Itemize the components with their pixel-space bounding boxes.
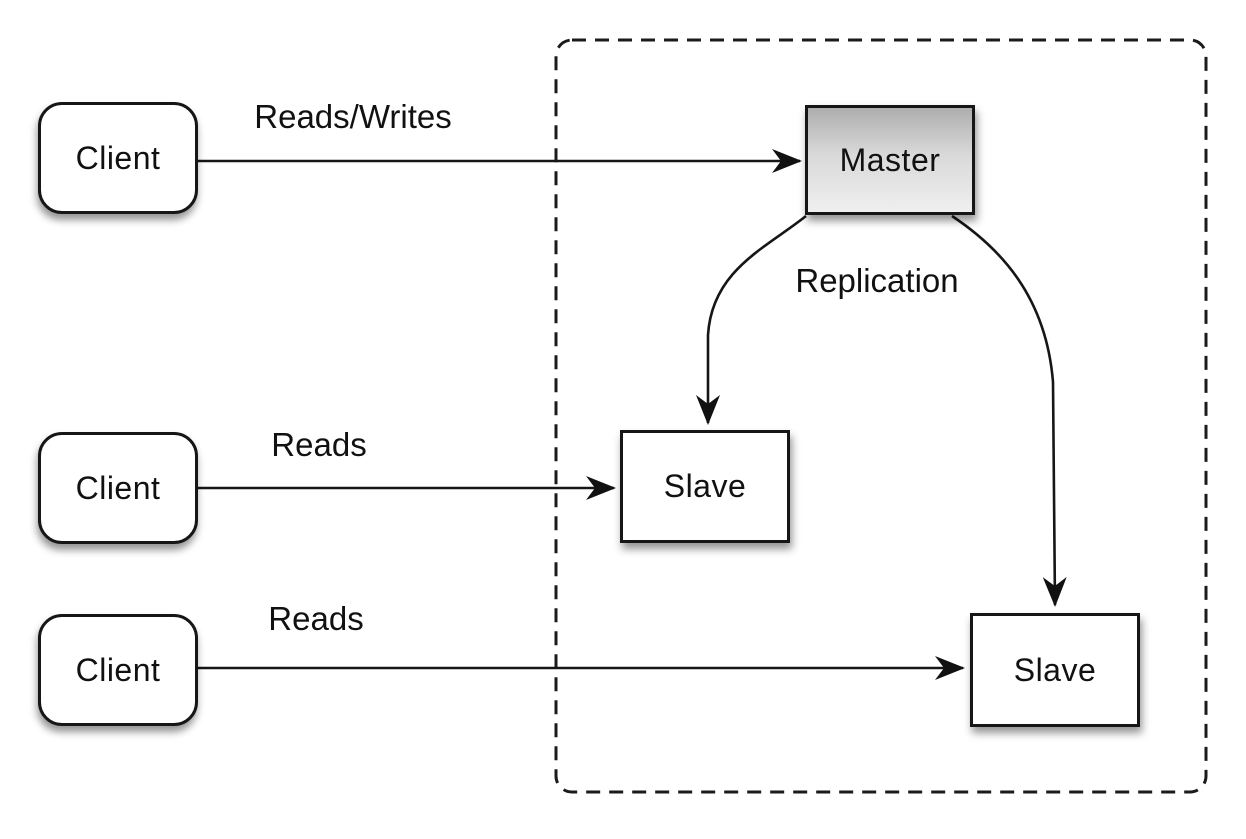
node-client-1: Client (38, 102, 198, 214)
node-client-2: Client (38, 432, 198, 544)
node-master-label: Master (839, 141, 941, 178)
node-client-2-label: Client (75, 469, 161, 506)
node-slave-2-label: Slave (1013, 651, 1097, 688)
edge-master-slave2 (951, 214, 1067, 607)
node-slave-1-label: Slave (663, 468, 747, 504)
edge-label-reads-client3: Reads (268, 600, 364, 637)
edge-master-slave1 (696, 214, 807, 425)
node-client-1-label: Client (75, 139, 161, 176)
edge-label-replication: Replication (795, 262, 959, 299)
dashed-boundary-box (554, 38, 1208, 794)
node-client-3: Client (38, 614, 198, 726)
node-client-3-label: Client (75, 651, 161, 688)
edge-label-reads-writes: Reads/Writes (254, 98, 452, 135)
edge-label-reads-client2: Reads (271, 426, 367, 463)
node-slave-2: Slave (970, 613, 1140, 727)
node-slave-1: Slave (620, 430, 790, 543)
node-master: Master (805, 105, 975, 215)
